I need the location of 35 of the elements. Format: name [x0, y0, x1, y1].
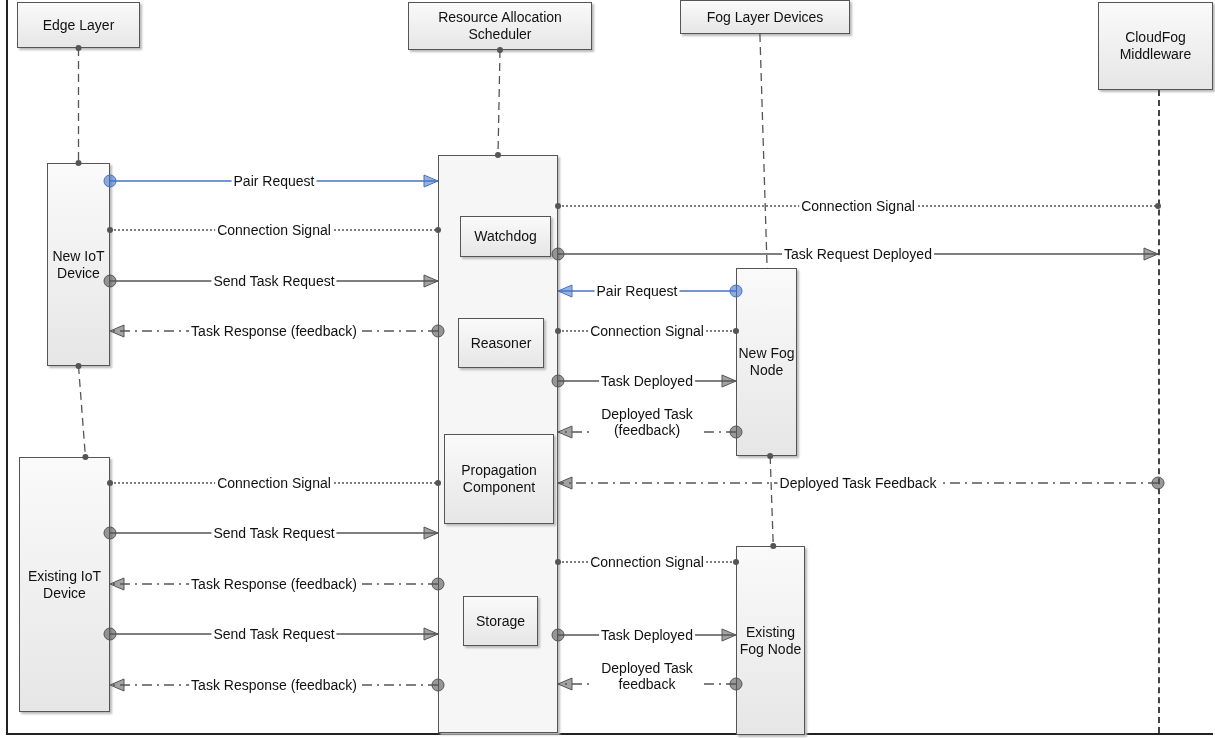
lifeline-header: Edge Layer [17, 2, 140, 48]
edge-label: Connection Signal [588, 553, 706, 571]
edge-label: Send Task Request [211, 524, 337, 542]
edge-label: Task Deployed [599, 372, 695, 390]
activation-box: Existing Fog Node [736, 546, 805, 735]
edge-label: Send Task Request [211, 272, 337, 290]
edge-label: Connection Signal [215, 221, 333, 239]
edge-label: Connection Signal [799, 197, 917, 215]
edge-label: Send Task Request [211, 625, 337, 643]
lifeline [767, 453, 777, 549]
activation-box: Existing IoT Device [19, 457, 110, 712]
edge-label: Deployed Task Feedback [777, 474, 939, 492]
lifeline-header: Fog Layer Devices [680, 0, 850, 34]
edge-label: Task Response (feedback) [189, 322, 359, 340]
activation-box: New Fog Node [736, 268, 797, 456]
activation-bar [438, 155, 558, 733]
edge-label: Task Request Deployed [782, 245, 934, 263]
component-box: Watchdog [460, 216, 551, 257]
lifeline-header: CloudFog Middleware [1098, 2, 1213, 90]
activation-box: New IoT Device [47, 163, 110, 366]
edge-label: Task Response (feedback) [189, 676, 359, 694]
edge-label: Connection Signal [215, 474, 333, 492]
edge-label: Pair Request [231, 172, 317, 190]
lifeline [1158, 90, 1162, 733]
lifeline [75, 45, 82, 166]
edge-label: Connection Signal [588, 322, 706, 340]
edge-label: Task Deployed [599, 626, 695, 644]
lifeline [495, 47, 503, 158]
component-box: Propagation Component [444, 434, 554, 524]
edge-label: Task Response (feedback) [189, 575, 359, 593]
component-box: Reasoner [458, 318, 544, 368]
edge-label: Pair Request [594, 282, 680, 300]
component-box: Storage [463, 596, 538, 646]
lifeline [75, 363, 89, 460]
lifeline-header: Resource Allocation Scheduler [408, 2, 592, 50]
